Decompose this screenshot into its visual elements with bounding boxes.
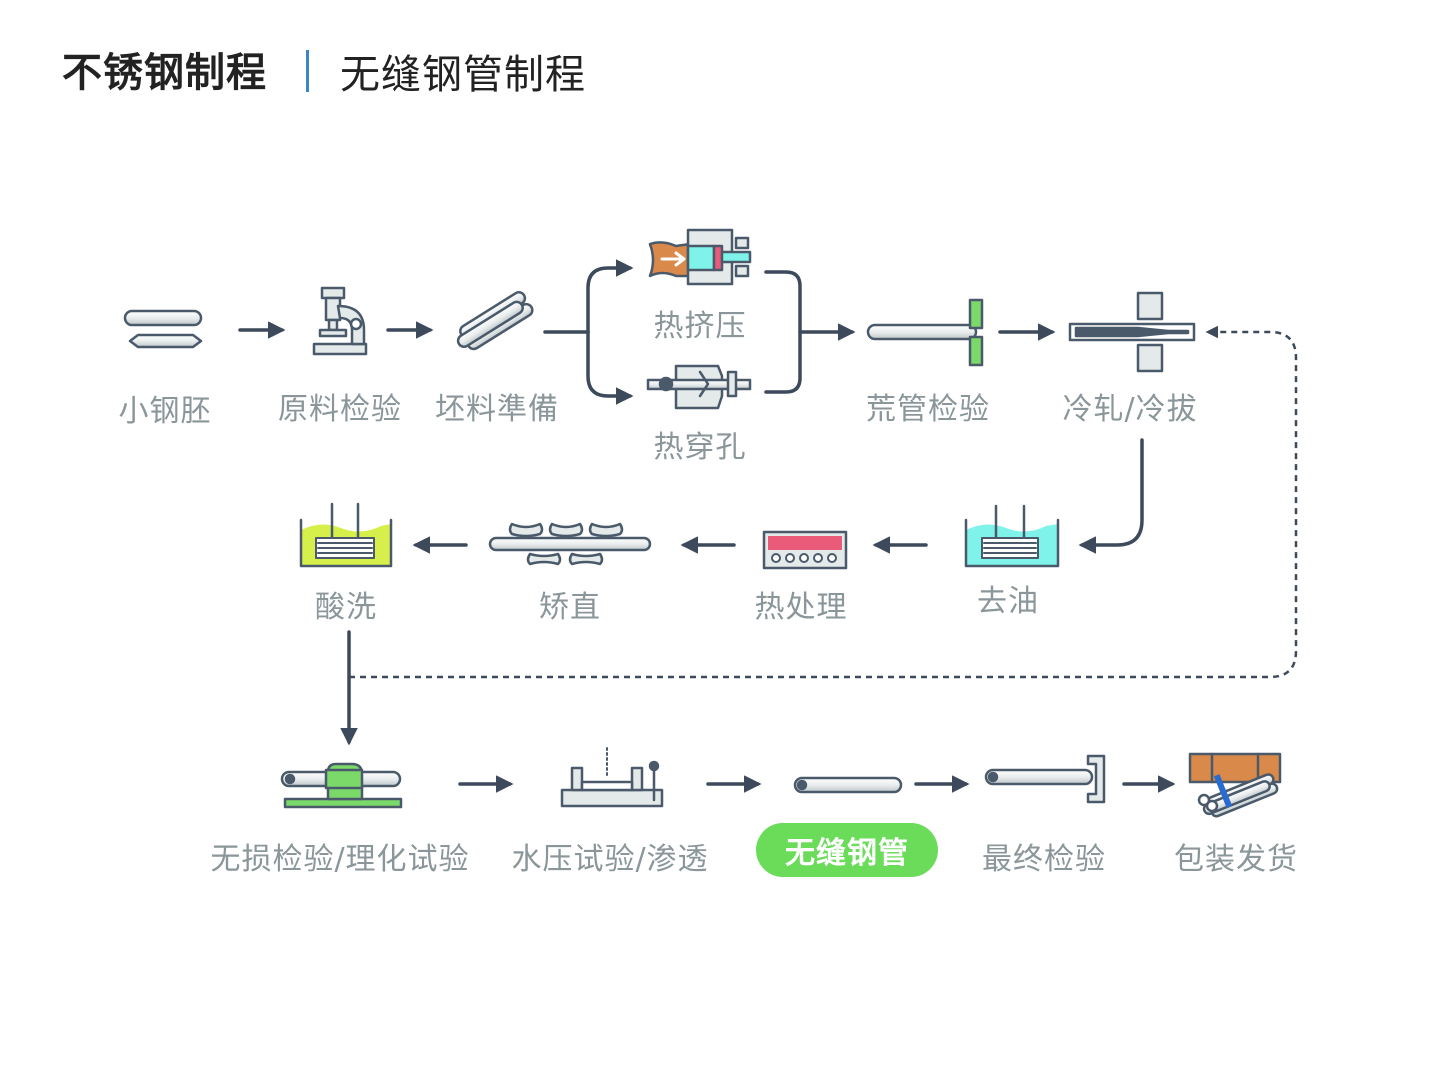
flow-arrows [238,259,1176,793]
final-product-badge: 无缝钢管 [756,823,938,877]
label-hot-extrusion: 热挤压 [653,309,747,344]
degrease-tank-icon [964,504,1060,568]
label-hollow-inspection: 荒管检验 [866,392,990,427]
page-subtitle: 无缝钢管制程 [340,52,586,98]
cold-roll-die-icon [1068,291,1196,373]
branch-merge [764,270,802,394]
label-raw-inspection: 原料检验 [278,392,402,427]
label-hydro-test: 水压试验/渗透 [511,842,709,877]
heat-treatment-furnace-icon [762,530,848,570]
title-separator [306,50,309,92]
loop-back-dashed-arrow [349,325,1298,679]
label-pickling: 酸洗 [315,590,377,625]
label-hot-piercing: 热穿孔 [653,430,747,465]
microscope-icon [312,286,368,356]
label-blank-preparation: 坯料準備 [435,392,559,427]
packing-bundle-icon [1188,752,1282,818]
ndt-inspection-icon [280,762,403,809]
label-final-inspection: 最终检验 [982,842,1106,877]
piercing-mill-icon [646,364,752,410]
pipe-bundle-icon [456,291,534,351]
label-packing: 包装发货 [1174,842,1298,877]
extrusion-press-icon [648,228,752,286]
label-straightening: 矫直 [539,590,601,625]
branch-to-extrusion [586,259,634,334]
label-heat-treatment: 热处理 [754,590,848,625]
label-degreasing: 去油 [977,584,1039,619]
seamless-pipe-icon [793,776,903,794]
label-ndt: 无损检验/理化试验 [210,842,470,877]
label-cold-rolling: 冷轧/冷拔 [1062,392,1198,427]
arrow-coldroll-to-degrease [1078,438,1144,554]
billet-icon [123,309,203,349]
branch-to-piercing [586,330,634,405]
hydro-test-machine-icon [560,747,664,808]
final-inspection-icon [984,754,1106,804]
page-title: 不锈钢制程 [62,50,267,96]
hollow-pipe-gauge-icon [866,298,984,367]
label-billet: 小钢胚 [118,394,212,429]
straightening-rolls-icon [488,522,652,566]
pickling-tank-icon [299,502,393,568]
